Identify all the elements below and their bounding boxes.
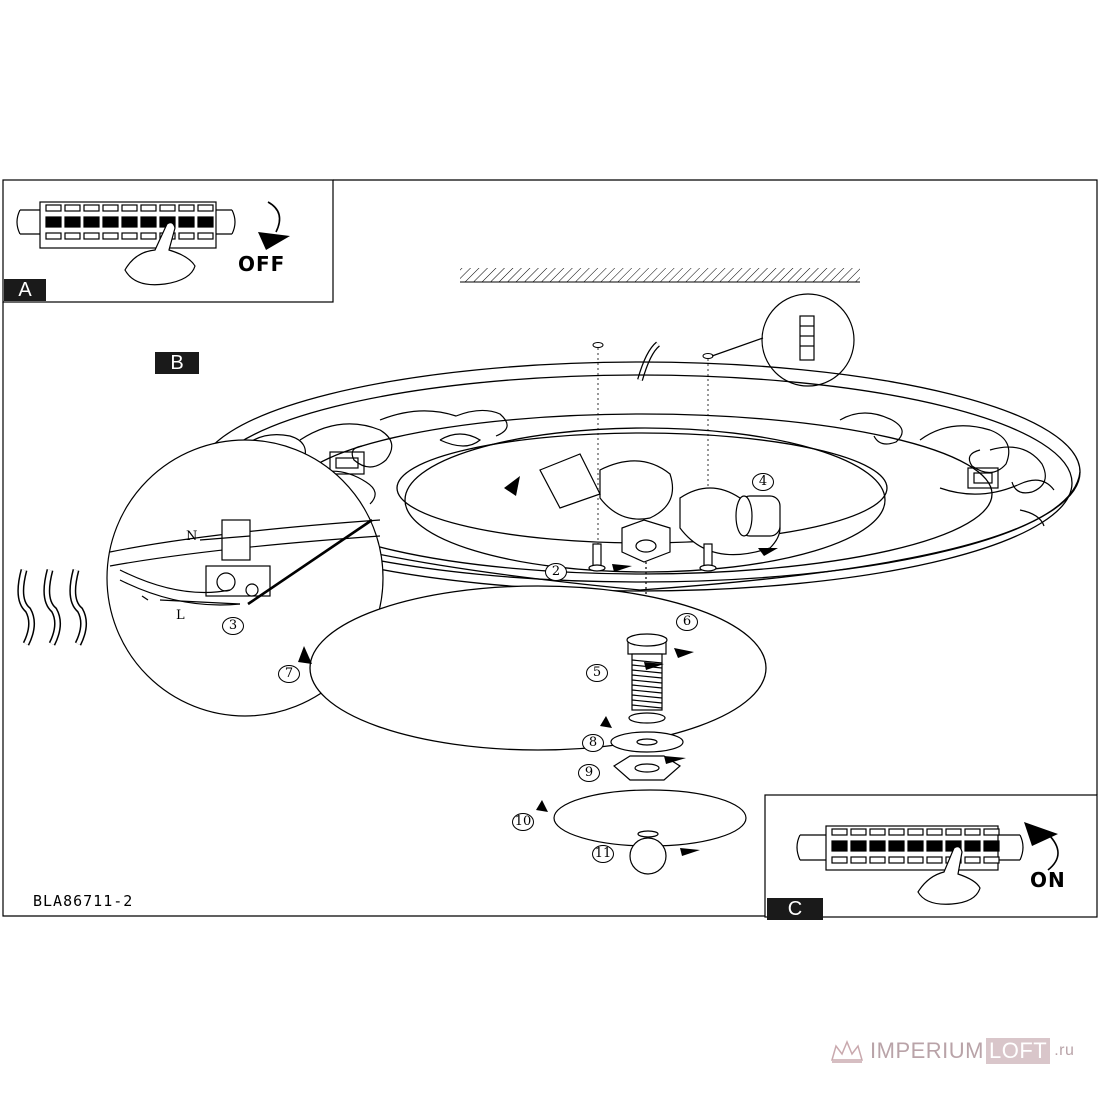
off-label: OFF (238, 252, 286, 276)
hex-nut (612, 755, 682, 781)
part-number: 7 (278, 665, 300, 683)
watermark-brand-b: LOFT (986, 1038, 1051, 1064)
part-number: 2 (545, 563, 567, 581)
panel-b-frame (333, 179, 1098, 795)
panel-c-frame (764, 794, 1098, 918)
part-number: 3 (222, 617, 244, 635)
part-number: 9 (578, 764, 600, 782)
washer (610, 731, 684, 753)
panel-a-tag: A (4, 279, 46, 301)
panel-c-tag: C (767, 898, 823, 920)
center-nut (621, 519, 671, 620)
live-wire-label: L (176, 608, 185, 623)
watermark-brand-a: IMPERIUM (870, 1038, 984, 1063)
part-number: 4 (752, 473, 774, 491)
hand-icon (917, 846, 981, 905)
part-number: 8 (582, 734, 604, 752)
ceiling-hatch (460, 268, 860, 282)
neutral-wire-label: N (186, 529, 198, 544)
model-code: BLA86711-2 (33, 892, 134, 910)
watermark: IMPERIUM LOFT .ru (828, 1038, 1074, 1064)
wiring-detail (106, 439, 384, 717)
part-number: 5 (586, 664, 608, 682)
on-label: ON (1030, 868, 1066, 892)
finial (629, 830, 667, 875)
panel-b-tag: B (155, 352, 199, 374)
part-number: 11 (592, 845, 614, 863)
curved-arrow-icon (1024, 822, 1059, 871)
crown-logo-icon (831, 1040, 863, 1063)
part-number: 10 (512, 813, 534, 831)
curved-arrow-icon (258, 201, 290, 250)
panel-a-frame (2, 179, 334, 303)
screw (588, 543, 717, 572)
breaker-icon (796, 825, 1024, 871)
watermark-tld: .ru (1054, 1042, 1075, 1059)
ornament-right (839, 412, 1055, 527)
part-number: 6 (676, 613, 698, 631)
wall-plug-icon (711, 293, 855, 387)
hand-icon (124, 222, 196, 286)
threaded-rod (626, 633, 668, 724)
glass-shade (309, 585, 767, 751)
breaker-icon (16, 201, 236, 249)
lamp-socket (539, 453, 781, 556)
